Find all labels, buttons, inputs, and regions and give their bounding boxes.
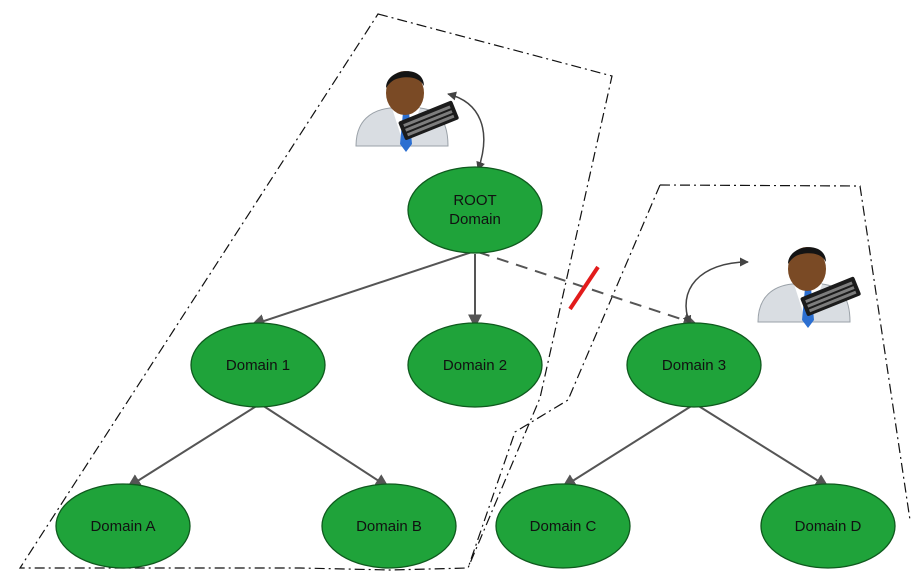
- node-domain-b-label: Domain B: [356, 518, 422, 535]
- edge-root-domain3-dashed: [477, 251, 698, 327]
- edge-root-domain1: [250, 251, 473, 328]
- node-root-label-line2: Domain: [449, 211, 501, 228]
- node-root-domain[interactable]: ROOT Domain: [407, 166, 543, 254]
- admin1-curve-arrow: [447, 91, 485, 171]
- admin-user-icon: [355, 71, 459, 152]
- trust-break-marker: [568, 265, 600, 311]
- left-admin-boundary: [18, 13, 613, 571]
- node-domain-b[interactable]: Domain B: [321, 483, 457, 569]
- edge-domain3-domainC: [561, 404, 694, 488]
- node-domain-2[interactable]: Domain 2: [407, 322, 543, 408]
- edge-domain3-domainD: [696, 404, 830, 488]
- edge-domain1-domainA: [126, 404, 259, 488]
- node-domain-3-label: Domain 3: [662, 357, 726, 374]
- right-admin-boundary: [467, 184, 911, 569]
- edge-domain1-domainB: [261, 404, 390, 488]
- node-domain-d[interactable]: Domain D: [760, 483, 896, 569]
- admin2-curve-arrow: [682, 257, 749, 325]
- node-domain-1[interactable]: Domain 1: [190, 322, 326, 408]
- node-domain-c-label: Domain C: [530, 518, 597, 535]
- node-root-label-line1: ROOT: [453, 192, 496, 209]
- node-domain-1-label: Domain 1: [226, 357, 290, 374]
- node-domain-3[interactable]: Domain 3: [626, 322, 762, 408]
- node-domain-a-label: Domain A: [90, 518, 155, 535]
- node-domain-a[interactable]: Domain A: [55, 483, 191, 569]
- admin-user-icon: [757, 247, 861, 328]
- node-domain-d-label: Domain D: [795, 518, 862, 535]
- node-domain-c[interactable]: Domain C: [495, 483, 631, 569]
- node-domain-2-label: Domain 2: [443, 357, 507, 374]
